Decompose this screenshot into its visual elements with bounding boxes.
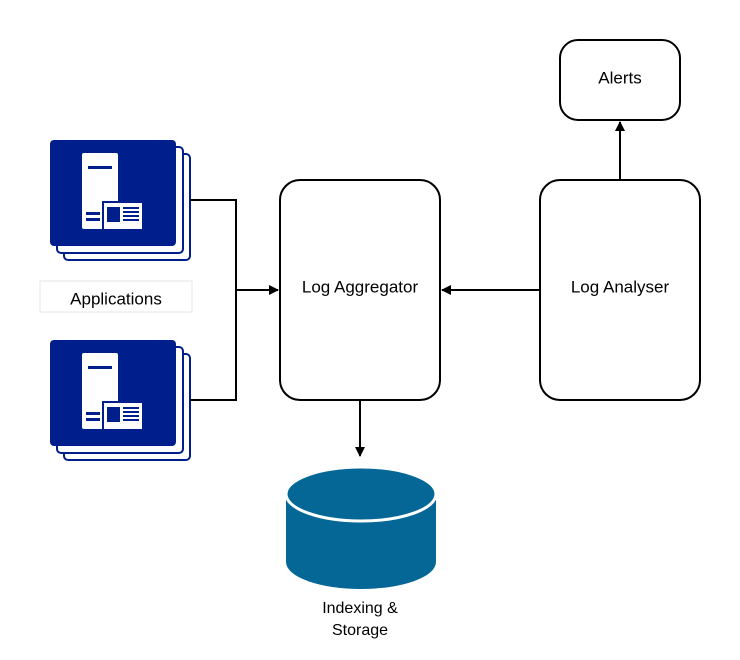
alerts-label: Alerts [598,68,641,87]
applications-connector [190,199,279,401]
database-icon[interactable] [284,465,438,589]
storage-label-line2: Storage [332,622,388,639]
log-aggregator-node[interactable]: Log Aggregator [279,179,441,401]
log-analyser-label: Log Analyser [571,277,670,296]
server-stack-icon [50,140,191,261]
alerts-node[interactable]: Alerts [559,39,681,121]
server-stack-icon [50,340,191,461]
applications-label-box: Applications [39,280,193,313]
applications-label: Applications [70,289,162,308]
storage-label-line1: Indexing & [322,600,398,617]
log-aggregator-label: Log Aggregator [302,277,419,296]
log-analyser-node[interactable]: Log Analyser [539,179,701,401]
